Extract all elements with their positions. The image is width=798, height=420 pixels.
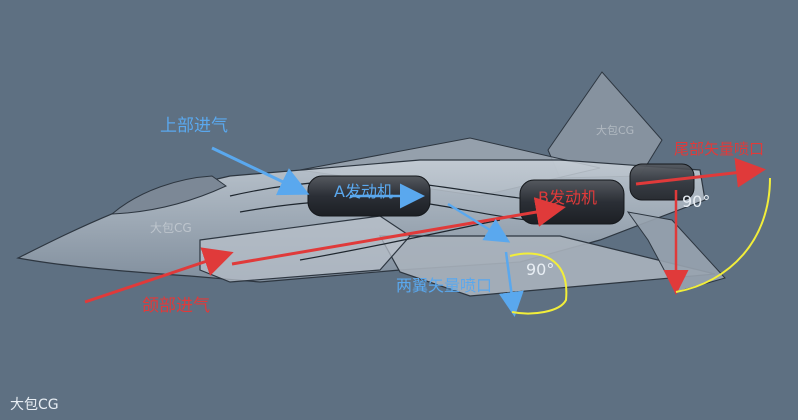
engine-a-label: A发动机 — [334, 182, 393, 201]
angle-tail-label: 90° — [682, 192, 711, 211]
upper-intake-label: 上部进气 — [160, 116, 228, 136]
watermark-tail: 大包CG — [596, 123, 634, 137]
watermark-fuselage: 大包CG — [150, 221, 192, 235]
angle-arc-wing — [509, 252, 568, 315]
lower-wing — [378, 235, 716, 297]
canopy — [110, 175, 227, 215]
wing-nozzle-label: 两翼矢量喷口 — [396, 276, 493, 295]
angle-wing-label: 90° — [526, 260, 555, 279]
tail-nozzle-label: 尾部矢量喷口 — [674, 140, 765, 158]
watermark-corner: 大包CG — [10, 397, 59, 413]
engine-b-label: B发动机 — [538, 188, 597, 207]
chin-intake-label: 颌部进气 — [142, 296, 210, 316]
angle-arc-tail — [675, 177, 771, 293]
